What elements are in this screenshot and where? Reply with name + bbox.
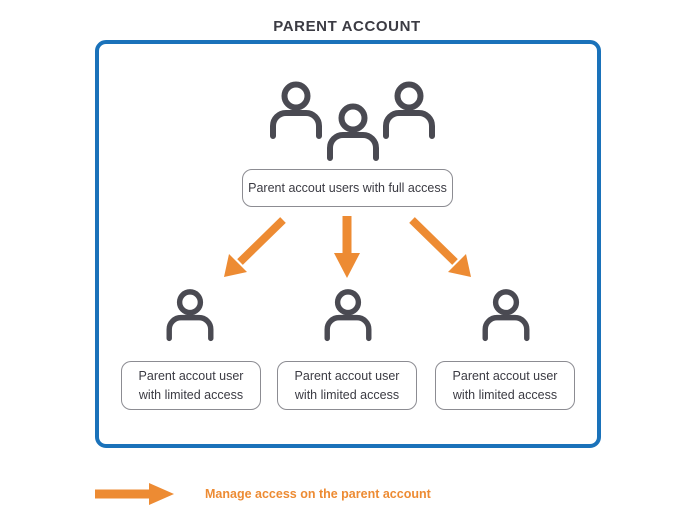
limited-access-label-text: Parent accout user with limited access: [295, 367, 400, 403]
limited-access-label-box: Parent accout user with limited access: [121, 361, 261, 410]
limited-access-label-box: Parent accout user with limited access: [435, 361, 575, 410]
limited-access-line-1: Parent accout user: [452, 369, 558, 384]
users-group-icon: [265, 78, 440, 161]
full-access-label-box: Parent accout users with full access: [242, 169, 453, 207]
user-icon: [270, 81, 322, 139]
arrow-right-icon: [95, 483, 174, 505]
limited-access-label-text: Parent accout user with limited access: [139, 367, 244, 403]
legend-label: Manage access on the parent account: [205, 487, 431, 501]
limited-access-label-text: Parent accout user with limited access: [453, 367, 558, 403]
limited-access-line-2: with limited access: [138, 387, 244, 402]
limited-access-line-1: Parent accout user: [294, 369, 400, 384]
user-icon: [324, 289, 372, 342]
user-icon: [327, 103, 379, 161]
user-icon: [166, 289, 214, 342]
legend: Manage access on the parent account: [94, 481, 514, 507]
full-access-label-text: Parent accout users with full access: [248, 180, 447, 195]
limited-access-label-box: Parent accout user with limited access: [277, 361, 417, 410]
page-title: PARENT ACCOUNT: [273, 18, 421, 35]
user-icon: [482, 289, 530, 342]
limited-access-line-2: with limited access: [294, 387, 400, 402]
limited-access-line-1: Parent accout user: [138, 369, 244, 384]
limited-access-line-2: with limited access: [452, 387, 558, 402]
user-icon: [383, 81, 435, 139]
